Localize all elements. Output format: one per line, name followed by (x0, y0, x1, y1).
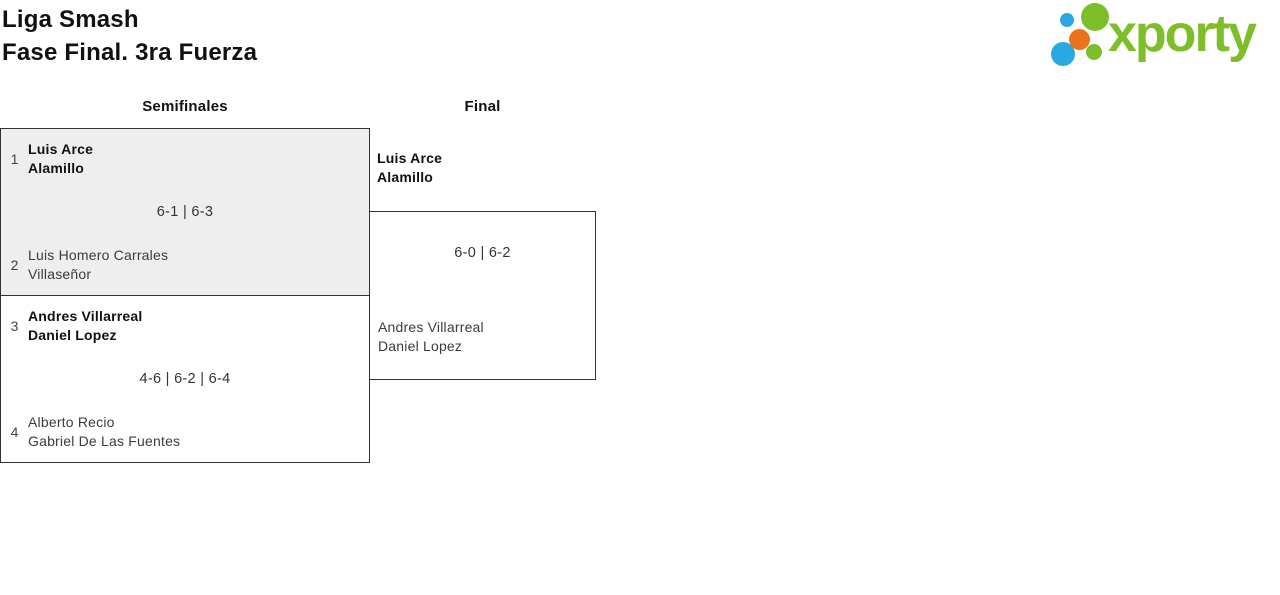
seed-number: 4 (10, 424, 19, 440)
participant-name-line: Andres Villarreal (28, 308, 143, 324)
match-semifinal-2[interactable]: 3 Andres Villarreal Daniel Lopez 4-6 | 6… (0, 295, 370, 463)
seed-number: 1 (10, 151, 19, 167)
participant-name-line: Luis Arce (28, 141, 94, 157)
logo-wordmark: xporty (1108, 5, 1257, 63)
seed-number: 2 (10, 257, 19, 273)
participant-name-line: Alberto Recio (28, 414, 115, 430)
participant-slot-top: 1 Luis Arce Alamillo (1, 140, 369, 178)
match-final[interactable]: 6-0 | 6-2 Andres Villarreal Daniel Lopez (369, 211, 596, 380)
participant-name-line: Luis Homero Carrales (28, 247, 169, 263)
round-header-final: Final (464, 98, 501, 115)
seed-number: 3 (10, 318, 19, 334)
xporty-logo[interactable]: xporty (1050, 0, 1280, 72)
participant-name: Luis Homero Carrales Villaseñor (28, 246, 168, 284)
participant-name: Luis Arce Alamillo (377, 149, 442, 187)
logo-dot-green-small-icon (1086, 44, 1102, 60)
logo-dot-green-large-icon (1081, 3, 1109, 31)
page-title-line2: Fase Final. 3ra Fuerza (2, 39, 258, 66)
participant-name: Andres Villarreal Daniel Lopez (378, 318, 484, 356)
page-title-line1: Liga Smash (2, 6, 139, 33)
participant-slot-bottom: 2 Luis Homero Carrales Villaseñor (1, 246, 369, 284)
round-header-semifinales: Semifinales (142, 98, 228, 115)
logo-dot-blue-small-icon (1060, 13, 1074, 27)
participant-name: Alberto Recio Gabriel De Las Fuentes (28, 413, 180, 451)
match-semifinal-1[interactable]: 1 Luis Arce Alamillo 6-1 | 6-3 2 Luis Ho… (0, 128, 370, 296)
participant-name-line: Gabriel De Las Fuentes (28, 433, 181, 449)
match-score: 6-0 | 6-2 (454, 245, 511, 261)
match-score: 4-6 | 6-2 | 6-4 (139, 371, 231, 387)
participant-name: Luis Arce Alamillo (28, 140, 93, 178)
logo-dot-orange-icon (1069, 29, 1090, 50)
participant-name-line: Daniel Lopez (378, 338, 463, 354)
logo-dot-blue-large-icon (1051, 42, 1075, 66)
participant-slot-bottom: 4 Alberto Recio Gabriel De Las Fuentes (1, 413, 369, 451)
page-title: Liga Smash Fase Final. 3ra Fuerza (2, 3, 257, 69)
final-top-participant: Luis Arce Alamillo (377, 149, 442, 187)
match-score: 6-1 | 6-3 (156, 204, 214, 220)
participant-name-line: Andres Villarreal (378, 319, 484, 335)
participant-name-line: Alamillo (377, 169, 434, 185)
participant-slot-bottom: Andres Villarreal Daniel Lopez (370, 318, 595, 356)
participant-name-line: Daniel Lopez (28, 327, 117, 343)
participant-slot-top: 3 Andres Villarreal Daniel Lopez (1, 307, 369, 345)
participant-name-line: Alamillo (28, 160, 85, 176)
participant-name-line: Luis Arce (377, 150, 443, 166)
participant-name: Andres Villarreal Daniel Lopez (28, 307, 142, 345)
participant-name-line: Villaseñor (28, 266, 92, 282)
